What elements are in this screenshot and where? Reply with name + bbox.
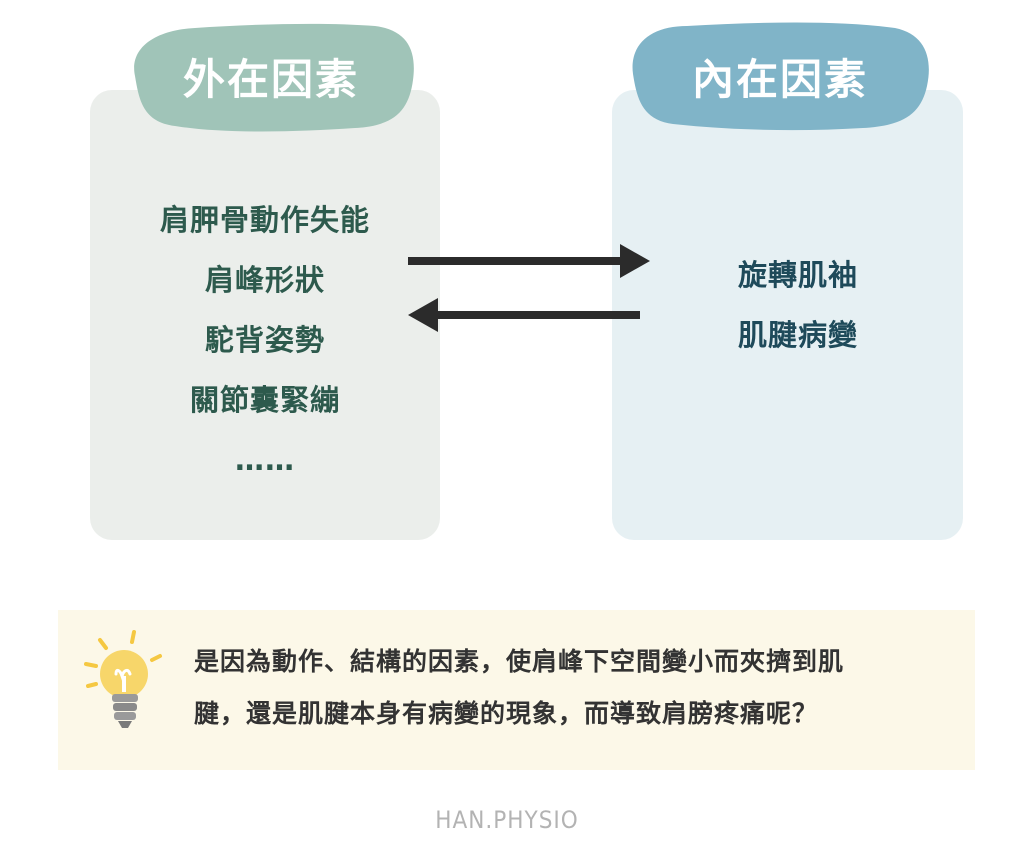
list-item: 肌腱病變 — [737, 318, 858, 352]
note-box — [58, 610, 975, 770]
list-item: 肩胛骨動作失能 — [159, 203, 370, 237]
note-text: 是因為動作、結構的因素，使肩峰下空間變小而夾擠到肌 腱，還是肌腱本身有病變的現象… — [194, 636, 954, 740]
internal-factors-tag: 內在因素 — [627, 18, 933, 134]
note-line-1: 是因為動作、結構的因素，使肩峰下空間變小而夾擠到肌 — [194, 647, 845, 676]
internal-factors-card — [612, 90, 963, 540]
list-item: …… — [235, 443, 295, 477]
external-factors-list: 肩胛骨動作失能 肩峰形狀 駝背姿勢 關節囊緊繃 …… — [90, 198, 440, 498]
brand-footer: HAN.PHYSIO — [435, 806, 579, 834]
list-item: 關節囊緊繃 — [189, 383, 340, 417]
lightbulb-icon — [84, 630, 162, 728]
internal-factors-title: 內在因素 — [691, 54, 868, 104]
list-item: 肩峰形狀 — [204, 263, 325, 297]
list-item: 旋轉肌袖 — [737, 258, 858, 292]
external-factors-card — [90, 90, 440, 540]
external-factors-tag: 外在因素 — [125, 18, 417, 134]
arrow-left-icon — [408, 298, 640, 332]
internal-factors-list: 旋轉肌袖 肌腱病變 — [612, 253, 984, 373]
external-factors-title: 外在因素 — [182, 54, 359, 104]
note-line-2: 腱，還是肌腱本身有病變的現象，而導致肩膀疼痛呢？ — [194, 699, 819, 728]
list-item: 駝背姿勢 — [204, 323, 325, 357]
arrow-right-icon — [408, 244, 650, 278]
